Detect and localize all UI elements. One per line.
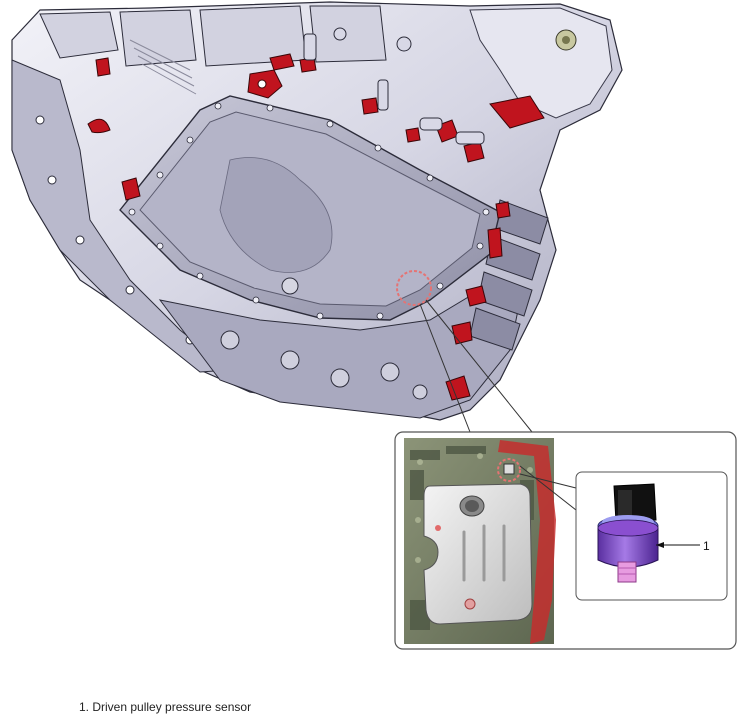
callout-arrowhead: [656, 542, 664, 548]
top-hardware: [303, 27, 485, 145]
upper-left-ribs: [39, 5, 387, 67]
fin-lines: [129, 39, 197, 95]
transmission-assembly-illustration: [11, 1, 623, 421]
callout-number: 1: [703, 539, 710, 553]
filter-bolt: [464, 598, 476, 610]
oil-pan-contour: [219, 157, 333, 273]
drain-plug: [281, 277, 299, 295]
photo-sensor-highlight: [497, 458, 521, 482]
oil-filter: [423, 483, 533, 625]
detail-leader-lines: [419, 299, 533, 433]
filter-ribs: [462, 524, 506, 582]
sensor-leader-lines: [519, 465, 577, 511]
lower-body: [158, 289, 521, 419]
pressure-sensor-illustration: [597, 483, 659, 583]
figure-caption: 1. Driven pulley pressure sensor: [79, 700, 252, 714]
sensor-location-highlight: [396, 270, 432, 306]
detail-panel: [394, 431, 737, 650]
valve-body-photo: [404, 438, 556, 644]
red-fittings: [87, 53, 545, 401]
upper-cover: [469, 7, 613, 119]
pan-bolts: [128, 102, 490, 320]
lower-bosses: [220, 330, 428, 400]
